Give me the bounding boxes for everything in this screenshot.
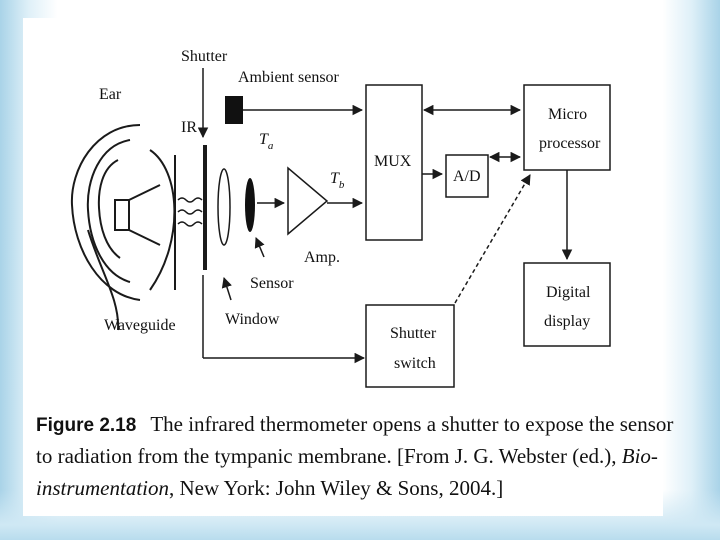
figure-panel: [23, 18, 663, 516]
figure-caption-line1: Figure 2.18 The infrared thermometer open…: [36, 410, 673, 440]
microprocessor-box: [523, 84, 611, 171]
caption-text-2: to radiation from the tympanic membrane.…: [36, 444, 622, 468]
waveguide-label: Waveguide: [104, 317, 176, 334]
switch-to-micro-dashed-arrow: [454, 174, 531, 304]
tb-label: Tb: [330, 170, 345, 191]
shutter-label: Shutter: [181, 48, 228, 65]
shutter-switch-label-line2: switch: [394, 355, 436, 372]
ambient-sensor-element: [225, 96, 243, 124]
mux-label: MUX: [374, 153, 412, 170]
digital-display-box: [523, 262, 611, 347]
micro-label-line2: processor: [539, 135, 601, 152]
ir-wavy-lines: [177, 197, 203, 227]
ear-waveguide-drawing: [70, 124, 176, 331]
ad-box: [445, 154, 489, 198]
sensor-pointer: [254, 237, 265, 258]
ad-label: A/D: [453, 168, 481, 185]
shutter-switch-box: [365, 304, 455, 388]
window-pointer: [221, 276, 232, 301]
amp-label: Amp.: [304, 249, 340, 266]
figure-caption-line3: instrumentation, New York: John Wiley & …: [36, 474, 666, 502]
figure-caption-line2: to radiation from the tympanic membrane.…: [36, 442, 666, 470]
digital-display-label-line1: Digital: [546, 284, 591, 301]
mux-box: [365, 84, 423, 241]
window-lens: [217, 168, 231, 246]
caption-text-1: The infrared thermometer opens a shutter…: [150, 412, 674, 436]
micro-label-line1: Micro: [548, 106, 587, 123]
figure-number: Figure 2.18: [36, 415, 137, 436]
ir-label: IR: [181, 119, 197, 136]
shutter-switch-label-line1: Shutter: [390, 325, 437, 342]
amplifier-triangle: [287, 166, 329, 236]
ambient-sensor-label: Ambient sensor: [238, 69, 340, 86]
sensor-label: Sensor: [250, 275, 294, 292]
ear-label: Ear: [99, 86, 122, 103]
ta-label: Ta: [259, 131, 274, 152]
window-label: Window: [225, 311, 280, 328]
digital-display-label-line2: display: [544, 313, 590, 330]
caption-italic-2: Bio-: [621, 444, 658, 468]
caption-italic-3: instrumentation: [36, 476, 170, 500]
sensor-element: [245, 178, 255, 232]
caption-text-3: , New York: John Wiley & Sons, 2004.]: [169, 476, 504, 500]
